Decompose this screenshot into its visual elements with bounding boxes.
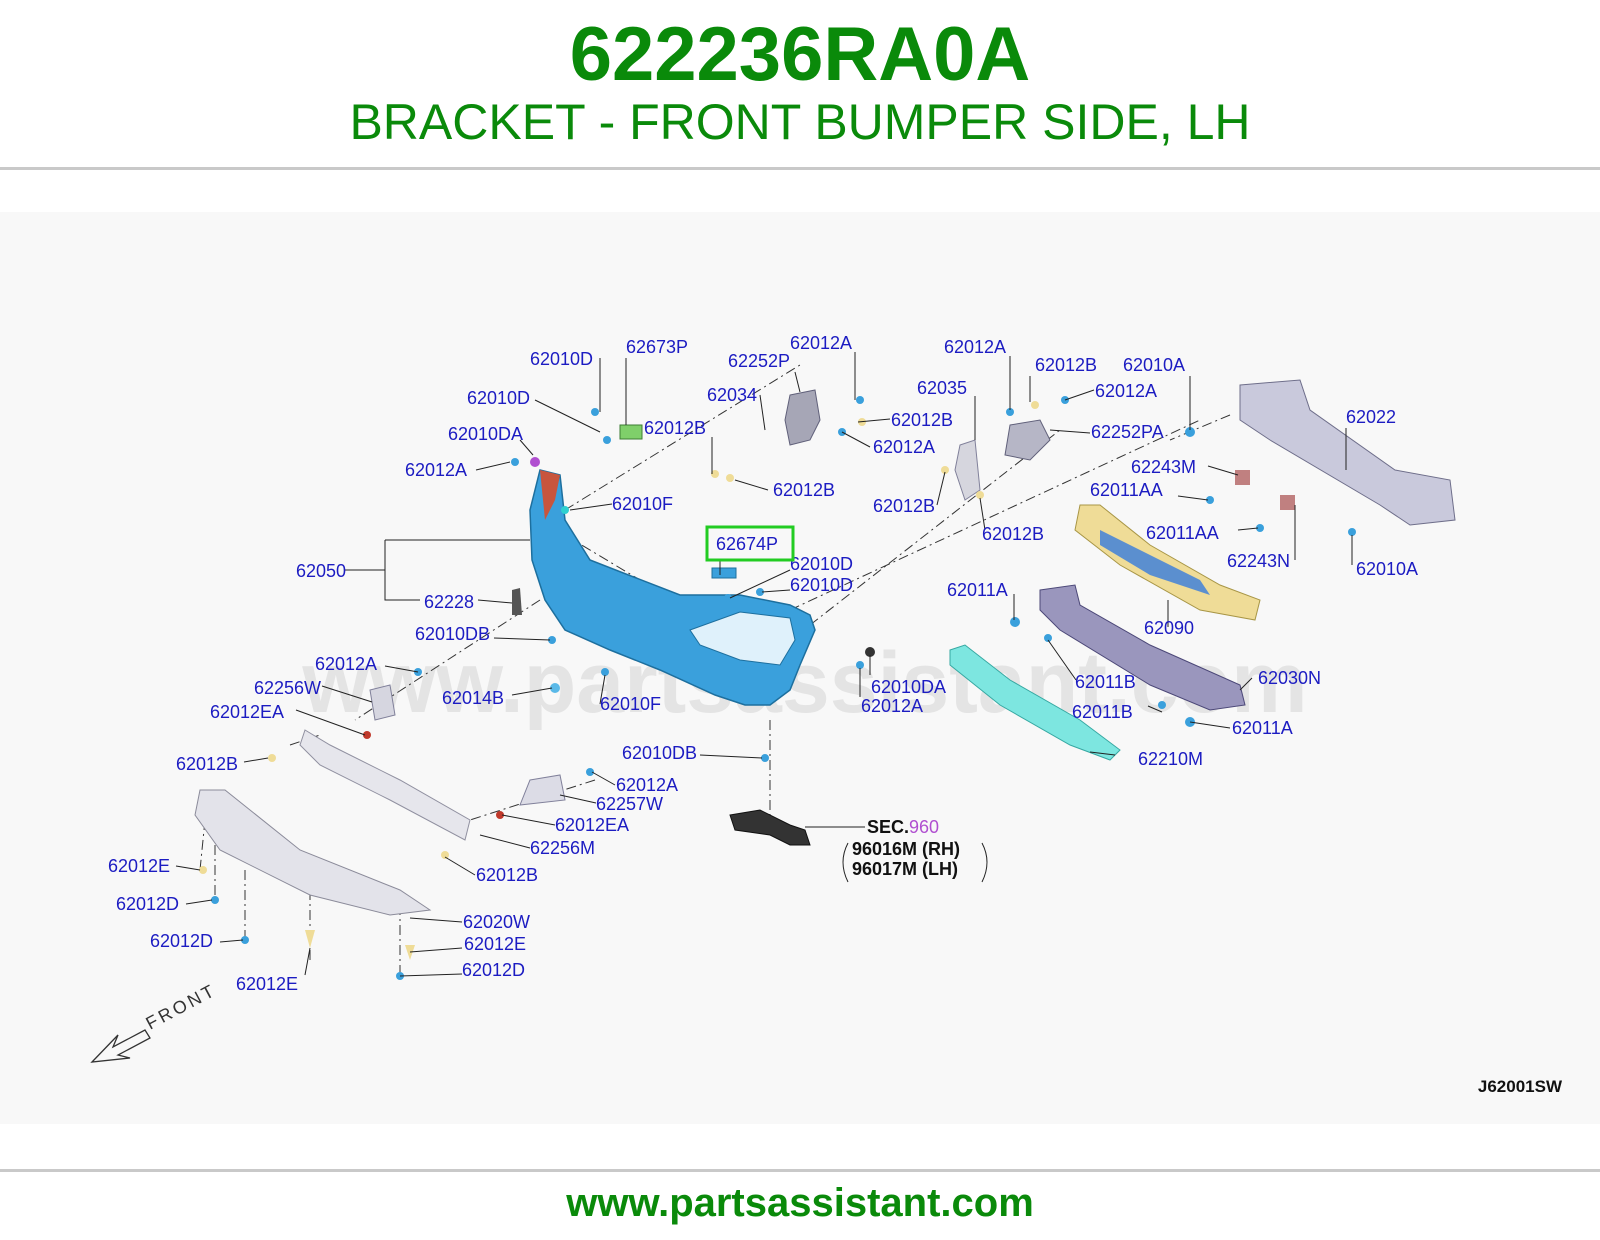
label-62090[interactable]: 62090	[1144, 618, 1194, 638]
side-bracket-upper	[784, 389, 821, 446]
label-62012A-d[interactable]: 62012A	[873, 437, 935, 457]
label-62673P[interactable]: 62673P	[626, 337, 688, 357]
label-62012B-b[interactable]: 62012B	[644, 418, 706, 438]
label-62011A-a[interactable]: 62011A	[947, 580, 1008, 600]
label-62012A-f[interactable]: 62012A	[315, 654, 377, 674]
label-62011AA-a[interactable]: 62011AA	[1090, 480, 1163, 500]
label-62050[interactable]: 62050	[296, 561, 346, 581]
label-62252P[interactable]: 62252P	[728, 351, 790, 371]
label-62030N[interactable]: 62030N	[1258, 668, 1321, 688]
label-62256M[interactable]: 62256M	[530, 838, 595, 858]
label-62012A-h[interactable]: 62012A	[616, 775, 678, 795]
label-62012B-c[interactable]: 62012B	[891, 410, 953, 430]
label-62012B-g[interactable]: 62012B	[176, 754, 238, 774]
front-arrow-icon	[90, 1029, 151, 1063]
header: 622236RA0A BRACKET - FRONT BUMPER SIDE, …	[0, 0, 1600, 170]
label-62012B-h[interactable]: 62012B	[476, 865, 538, 885]
sec-lh: 96017M (LH)	[852, 859, 958, 879]
front-label: FRONT	[142, 980, 219, 1034]
footer-divider	[0, 1169, 1600, 1172]
header-divider	[0, 167, 1600, 170]
part-description: BRACKET - FRONT BUMPER SIDE, LH	[349, 94, 1251, 150]
label-62012EA-a[interactable]: 62012EA	[210, 702, 284, 722]
label-62012E-b[interactable]: 62012E	[464, 934, 526, 954]
label-62010F-a[interactable]: 62010F	[612, 494, 673, 514]
label-62010DB-b[interactable]: 62010DB	[622, 743, 697, 763]
bracket-62674p	[711, 567, 737, 579]
sec-rh: 96016M (RH)	[852, 839, 960, 859]
label-62228[interactable]: 62228	[424, 592, 474, 612]
part-number: 622236RA0A	[569, 12, 1031, 97]
label-62012D-c[interactable]: 62012D	[462, 960, 525, 980]
highlighted-part-label[interactable]: 62674P	[716, 534, 778, 554]
label-62010D-a[interactable]: 62010D	[530, 349, 593, 369]
label-62010D-d[interactable]: 62010D	[790, 575, 853, 595]
label-62012A-a[interactable]: 62012A	[790, 333, 852, 353]
label-62210M[interactable]: 62210M	[1138, 749, 1203, 769]
highlight-box	[705, 525, 795, 562]
label-62011B-a[interactable]: 62011B	[1075, 672, 1136, 692]
label-62012E-c[interactable]: 62012E	[236, 974, 298, 994]
label-62010D-b[interactable]: 62010D	[467, 388, 530, 408]
exploded-view: www.partsassistant.com	[90, 333, 1563, 1096]
label-62011B-b[interactable]: 62011B	[1072, 702, 1133, 722]
air-duct	[729, 809, 811, 846]
label-62010DA-b[interactable]: 62010DA	[871, 677, 946, 697]
label-62012A-g[interactable]: 62012A	[861, 696, 923, 716]
bumper-beam	[1239, 379, 1456, 526]
label-62012A-c[interactable]: 62012A	[1095, 381, 1157, 401]
label-62012B-d[interactable]: 62012B	[773, 480, 835, 500]
lower-reinforcement	[299, 729, 471, 841]
label-62035[interactable]: 62035	[917, 378, 967, 398]
leader-lines	[175, 352, 1353, 977]
label-62012EA-b[interactable]: 62012EA	[555, 815, 629, 835]
label-62012B-a[interactable]: 62012B	[1035, 355, 1097, 375]
label-62022[interactable]: 62022	[1346, 407, 1396, 427]
label-62034[interactable]: 62034	[707, 385, 757, 405]
label-62012A-b[interactable]: 62012A	[944, 337, 1006, 357]
energy-absorber	[1074, 504, 1261, 621]
front-direction: FRONT	[90, 980, 220, 1063]
label-62012E-a[interactable]: 62012E	[108, 856, 170, 876]
label-62012A-e[interactable]: 62012A	[405, 460, 467, 480]
label-62010D-c[interactable]: 62010D	[790, 554, 853, 574]
sec-prefix: SEC.	[867, 817, 909, 837]
label-62011A-b[interactable]: 62011A	[1232, 718, 1293, 738]
label-62010DB-a[interactable]: 62010DB	[415, 624, 490, 644]
label-62011AA-b[interactable]: 62011AA	[1146, 523, 1219, 543]
label-62010A-a[interactable]: 62010A	[1123, 355, 1185, 375]
label-62010A-b[interactable]: 62010A	[1356, 559, 1418, 579]
label-62010F-b[interactable]: 62010F	[600, 694, 661, 714]
label-62243M[interactable]: 62243M	[1131, 457, 1196, 477]
footer-url[interactable]: www.partsassistant.com	[566, 1181, 1034, 1225]
sec-reference: SEC.960 96016M (RH) 96017M (LH)	[842, 817, 988, 883]
part-labels: 62010D 62673P 62012A 62252P 62012A 62012…	[108, 333, 1418, 994]
sec-number: 960	[909, 817, 939, 837]
label-62252PA[interactable]: 62252PA	[1091, 422, 1164, 442]
label-62243N[interactable]: 62243N	[1227, 551, 1290, 571]
parts	[194, 379, 1456, 980]
label-62257W[interactable]: 62257W	[596, 794, 663, 814]
label-62014B[interactable]: 62014B	[442, 688, 504, 708]
lower-beam	[1039, 584, 1246, 711]
label-62012B-f[interactable]: 62012B	[982, 524, 1044, 544]
label-62010DA-a[interactable]: 62010DA	[448, 424, 523, 444]
label-62020W[interactable]: 62020W	[463, 912, 530, 932]
label-62012D-b[interactable]: 62012D	[150, 931, 213, 951]
parts-diagram: www.partsassistant.com	[0, 212, 1600, 1124]
label-62012B-e[interactable]: 62012B	[873, 496, 935, 516]
label-62012D-a[interactable]: 62012D	[116, 894, 179, 914]
lower-bumper-cover	[194, 789, 432, 916]
side-bracket-lower	[519, 774, 566, 806]
sec-label[interactable]: SEC.960	[867, 817, 939, 837]
label-62256W-a[interactable]: 62256W	[254, 678, 321, 698]
diagram-code: J62001SW	[1478, 1077, 1563, 1096]
